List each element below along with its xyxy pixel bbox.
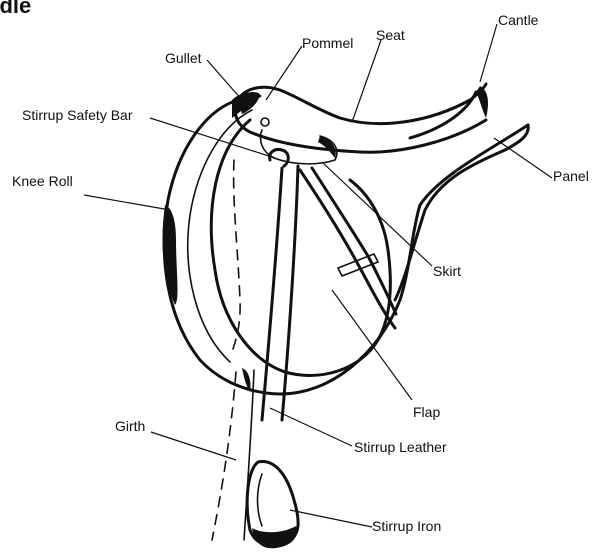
label-panel: Panel (553, 168, 589, 184)
stirrup-leather-right-edge (282, 166, 298, 420)
label-skirt: Skirt (433, 263, 461, 279)
label-seat: Seat (376, 27, 405, 43)
label-girth: Girth (115, 418, 145, 434)
leader-gullet (207, 60, 242, 100)
label-stirrup-iron: Stirrup Iron (372, 518, 441, 534)
stirrup-leather-upper (300, 170, 395, 328)
stirrup-iron-inner (258, 474, 263, 526)
label-cantle: Cantle (498, 12, 539, 28)
leader-knee-roll (84, 195, 170, 210)
skirt-shading (318, 136, 336, 158)
knee-roll-shading (162, 205, 177, 305)
stirrup-leather-upper-2 (312, 168, 396, 314)
label-knee-roll: Knee Roll (12, 173, 73, 189)
leader-stirrup-safety-bar (150, 118, 275, 158)
seat-outline (238, 84, 486, 124)
label-gullet: Gullet (165, 50, 202, 66)
leader-stirrup-iron (290, 510, 372, 527)
leader-panel (494, 138, 552, 178)
stirrup-iron-tread (252, 526, 297, 548)
label-stirrup-safety-bar: Stirrup Safety Bar (22, 107, 133, 123)
panel-rear-edge (395, 125, 528, 300)
cantle-shading (476, 86, 488, 118)
leader-stirrup-leather (270, 408, 352, 446)
label-pommel: Pommel (302, 35, 353, 51)
part-labels: Cantle Seat Pommel Gullet Stirrup Safety… (12, 12, 589, 534)
label-flap: Flap (413, 404, 440, 420)
diagram-title: ddle (0, 0, 31, 18)
leader-cantle (480, 24, 497, 82)
leader-flap (332, 290, 412, 400)
saddle-illustration (162, 84, 528, 548)
pommel-rivet (261, 118, 269, 126)
seat-front-edge (235, 100, 486, 152)
leader-skirt (322, 162, 432, 266)
leader-seat (352, 40, 381, 122)
label-stirrup-leather: Stirrup Leather (354, 439, 447, 455)
stirrup-leather-left-edge (262, 168, 282, 420)
leader-girth (151, 432, 236, 460)
